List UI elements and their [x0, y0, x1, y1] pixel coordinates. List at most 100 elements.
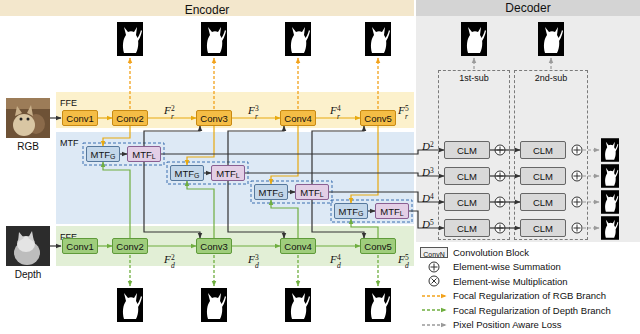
connector-arrow — [148, 117, 196, 118]
block-label: MTF — [216, 168, 236, 179]
feature-superscript: 2 — [171, 104, 175, 113]
legend-sample — [420, 304, 448, 316]
legend-row: Pixel Position Aware Loss — [418, 318, 640, 333]
connector-arrow — [312, 200, 364, 238]
block-label: MTF — [380, 206, 400, 217]
block-label: CLM — [533, 145, 553, 156]
depth-conv-block: Conv5 — [360, 238, 396, 254]
block-label: MTF — [132, 149, 152, 160]
legend-text: Element-wise Multiplication — [453, 275, 568, 288]
feature-subscript: r — [171, 112, 174, 121]
connector-arrow — [409, 211, 444, 228]
connector-arrow — [232, 117, 280, 118]
block-label: MTF — [300, 187, 320, 198]
block-label: Conv2 — [116, 241, 143, 252]
legend-text: Element-wise Summation — [453, 260, 561, 273]
block-label: 1st-sub — [439, 73, 509, 84]
mtf-pair-outline — [83, 143, 412, 222]
connector-arrow — [329, 192, 444, 202]
clm-block: CLM — [444, 141, 490, 159]
feature-symbol: F — [164, 104, 171, 116]
legend-sample — [420, 290, 448, 302]
connector-arrow — [120, 153, 127, 154]
feature-superscript: 2 — [171, 253, 175, 262]
block-subscript: L — [400, 210, 404, 218]
feature-symbol: F — [330, 253, 337, 265]
legend-text: Focal Regularization of Depth Branch — [453, 304, 611, 317]
feature-subscript: r — [337, 112, 340, 121]
block-label: CLM — [533, 197, 553, 208]
block-subscript: G — [194, 172, 199, 180]
block-label: MTF — [175, 168, 195, 179]
decoder-input-symbol: D — [422, 192, 430, 204]
legend-row: Focal Regularization of RGB Branch — [418, 289, 640, 304]
block-subscript: L — [152, 153, 156, 161]
rgb-conv-block: Conv4 — [280, 110, 316, 126]
connector-arrow — [351, 219, 378, 238]
block-subscript: L — [320, 191, 324, 199]
block-subscript: G — [358, 210, 363, 218]
feature-superscript: 3 — [255, 104, 259, 113]
depth-conv-block: Conv2 — [112, 238, 148, 254]
block-label: MTF — [259, 187, 279, 198]
feature-superscript: 4 — [337, 104, 341, 113]
connector-arrow — [490, 227, 520, 228]
decoder-input-index: 3 — [430, 166, 434, 175]
feature-symbol: F — [398, 253, 405, 265]
feature-subscript: d — [171, 261, 175, 270]
legend-row: Element-wise Multiplication — [418, 274, 640, 289]
depth-prediction-masks — [117, 288, 391, 322]
mtf-band: MTFMTFGMTFLMTFGMTFLMTFGMTFLMTFGMTFL — [56, 132, 414, 224]
block-subscript: G — [278, 191, 283, 199]
decoder-input-index: 2 — [430, 140, 434, 149]
decoder-output-masks — [461, 22, 619, 240]
input-arrows — [50, 118, 61, 246]
block-label: Conv2 — [116, 113, 143, 124]
block-label: Conv4 — [284, 241, 311, 252]
feature-symbol: F — [398, 104, 405, 116]
feature-superscript: 5 — [405, 253, 409, 262]
mtf-global-block: MTFG — [334, 203, 368, 219]
clm-block: CLM — [520, 141, 566, 159]
feature-superscript: 4 — [337, 253, 341, 262]
mtf-global-block: MTFG — [254, 184, 288, 200]
connector-arrow — [368, 210, 375, 211]
block-label: CLM — [457, 197, 477, 208]
legend-text: Focal Regularization of RGB Branch — [453, 289, 606, 302]
depth-map — [6, 226, 50, 266]
connector-arrow — [316, 245, 360, 246]
block-subscript: G — [110, 153, 115, 161]
legend-text: Convolution Block — [453, 246, 529, 259]
feature-subscript: r — [255, 112, 258, 121]
feature-symbol: F — [164, 253, 171, 265]
encoder-header: Encoder — [0, 0, 414, 16]
rgb-conv-block: Conv3 — [196, 110, 232, 126]
block-label: CLM — [457, 145, 477, 156]
clm-block: CLM — [520, 193, 566, 211]
input-label: RGB — [6, 141, 50, 153]
decoder-input-symbol: D — [422, 218, 430, 230]
block-label: Conv5 — [364, 241, 391, 252]
connector-arrow — [103, 126, 130, 146]
legend-row: ConvNConvolution Block — [418, 245, 640, 260]
rgb-conv-block: Conv5 — [360, 110, 396, 126]
connector-arrow — [98, 245, 112, 246]
rgb-focal-arrows — [130, 58, 378, 109]
connector-arrow — [187, 126, 214, 165]
block-label: Conv1 — [66, 113, 93, 124]
mtf-global-block: MTFG — [170, 165, 204, 181]
clm-block: CLM — [444, 219, 490, 237]
mtf-local-block: MTFL — [127, 146, 161, 162]
connector-arrow — [312, 126, 364, 184]
summation-symbols — [495, 145, 582, 233]
feature-superscript: 5 — [405, 104, 409, 113]
block-label: CLM — [457, 171, 477, 182]
depth-conv-block: Conv1 — [62, 238, 98, 254]
feature-subscript: r — [405, 112, 408, 121]
connector-arrow — [148, 245, 196, 246]
connector-arrow — [232, 245, 280, 246]
feature-subscript: d — [337, 261, 341, 270]
decoder-input-index: 4 — [430, 192, 434, 201]
block-label: Conv3 — [200, 241, 227, 252]
connector-arrow — [228, 126, 284, 165]
